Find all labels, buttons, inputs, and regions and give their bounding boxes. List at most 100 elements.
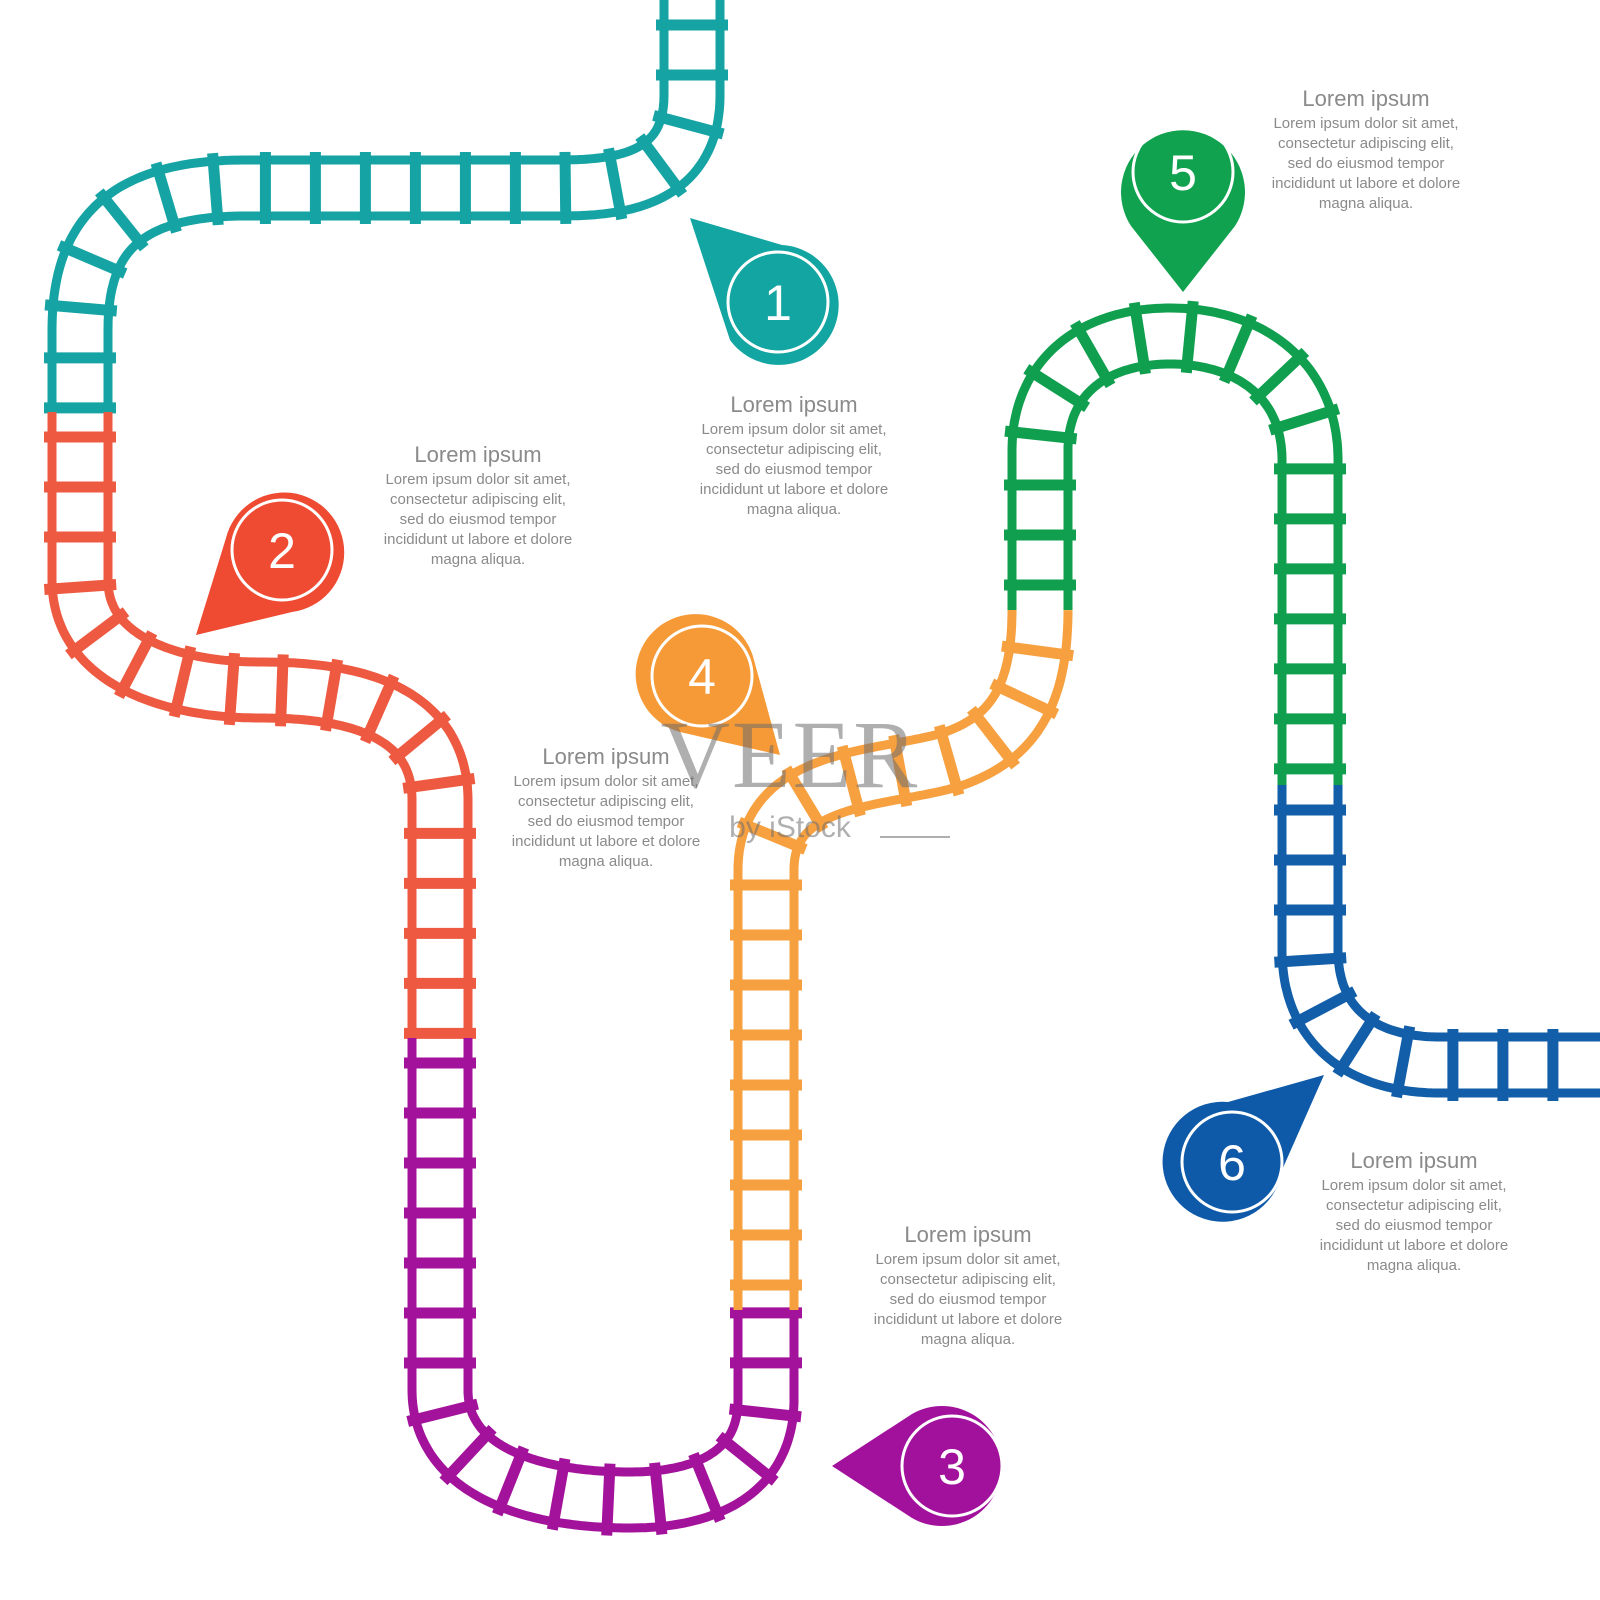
railway-tracks	[43, 0, 1600, 1536]
step-5-pin: 5	[1120, 120, 1245, 292]
track-segment-teal-tie	[635, 133, 688, 198]
track-segment-blue-tie	[1332, 1010, 1381, 1078]
track-segment-purple-tie	[439, 1424, 497, 1486]
step-4-pin: 4	[635, 614, 780, 755]
track-segment-teal-tie	[559, 151, 572, 224]
step-1-pin-shape	[690, 218, 839, 365]
step-3-body: Lorem ipsum dolor sit amet, consectetur …	[873, 1251, 1063, 1348]
step-6-pin-shape	[1162, 1075, 1324, 1222]
step-4-pin-ring	[650, 624, 754, 728]
track-segment-teal-tie	[652, 110, 725, 140]
step-6-number: 6	[1218, 1135, 1246, 1191]
step-6-title: Lorem ipsum	[1350, 1148, 1478, 1173]
track-segment-teal-tie	[56, 240, 128, 279]
track-segment-teal-rail-1	[47, 0, 669, 413]
track-segment-green-tie	[1219, 313, 1258, 385]
track-segment-red-tie	[320, 658, 344, 732]
track-segment-blue	[1274, 784, 1600, 1101]
track-segment-orange-tie	[781, 765, 829, 833]
track-segment-orange-tie	[934, 724, 965, 797]
track-segment-purple-rail-1	[407, 1037, 799, 1533]
track-segment-green-tie	[1180, 300, 1199, 374]
track-segment-purple-tie	[406, 1398, 479, 1427]
step-4-title: Lorem ipsum	[542, 744, 670, 769]
track-segment-red-tie	[359, 673, 400, 745]
step-1-pin-ring	[726, 250, 830, 354]
track-segment-orange-tie	[836, 744, 866, 818]
track-segment-red-tie	[388, 710, 451, 766]
track-segment-green-tie	[1004, 425, 1078, 445]
step-3-number: 3	[938, 1439, 966, 1495]
step-1-title: Lorem ipsum	[730, 392, 858, 417]
track-segment-blue-tie	[1391, 1025, 1416, 1099]
track-segment-red-rail-1	[47, 411, 417, 1039]
step-2-body: Lorem ipsum dolor sit amet, consectetur …	[383, 471, 573, 568]
step-1-body: Lorem ipsum dolor sit amet, consectetur …	[699, 421, 889, 518]
track-segment-teal-tie	[95, 188, 149, 252]
step-4-number: 4	[688, 649, 716, 705]
step-6-body: Lorem ipsum dolor sit amet, consectetur …	[1319, 1177, 1509, 1274]
track-segment-orange	[730, 609, 1074, 1311]
track-segment-teal-tie	[207, 152, 224, 226]
step-6-info: Lorem ipsum Lorem ipsum dolor sit amet, …	[1294, 1148, 1534, 1276]
track-segment-purple-tie	[649, 1462, 668, 1535]
track-segment-blue-rail-1	[1277, 784, 1600, 1098]
step-1-pin: 1	[690, 218, 839, 365]
step-6-pin: 6	[1162, 1075, 1324, 1222]
step-6-pin-ring	[1180, 1110, 1284, 1214]
track-segment-teal-tie	[150, 161, 182, 234]
track-segment-purple-tie	[688, 1451, 726, 1523]
step-3-pin: 3	[832, 1406, 1004, 1526]
step-1-number: 1	[764, 275, 792, 331]
track-segment-teal-tie	[44, 299, 118, 317]
step-4-body: Lorem ipsum dolor sit amet, consectetur …	[511, 773, 701, 870]
track-segment-purple-rail-2	[463, 1037, 743, 1477]
track-segment-orange-tie	[1001, 640, 1074, 662]
step-2-number: 2	[268, 523, 296, 579]
step-3-pin-ring	[900, 1414, 1004, 1518]
step-3-info: Lorem ipsum Lorem ipsum dolor sit amet, …	[848, 1222, 1088, 1350]
track-segment-green	[1004, 300, 1346, 786]
track-segment-red-tie	[43, 579, 117, 595]
step-2-pin: 2	[196, 492, 345, 635]
track-segment-red-rail-2	[103, 411, 473, 1039]
track-segment-red-tie	[275, 654, 289, 727]
step-5-pin-shape	[1120, 130, 1245, 292]
track-segment-purple-tie	[715, 1431, 779, 1486]
step-5-pin-ring	[1131, 120, 1235, 224]
track-segment-orange-rail-1	[789, 609, 1073, 1311]
track-segment-green-tie	[1128, 301, 1151, 375]
step-2-pin-shape	[196, 492, 345, 635]
track-segment-orange-tie	[967, 705, 1020, 770]
track-segment-orange-tie	[888, 734, 913, 808]
track-segment-red-tie	[402, 773, 476, 794]
track-segment-red-tie	[114, 630, 158, 700]
track-segment-teal	[44, 0, 728, 414]
track-segment-blue-tie	[1288, 986, 1358, 1030]
track-segment-red	[43, 411, 476, 1039]
step-2-info: Lorem ipsum Lorem ipsum dolor sit amet, …	[358, 442, 598, 570]
track-segment-orange-tie	[989, 678, 1060, 720]
track-segment-purple-tie	[601, 1463, 616, 1536]
track-segment-green-rail-1	[1063, 359, 1287, 786]
track-segment-purple	[404, 1037, 802, 1536]
track-segment-green-tie	[1070, 320, 1116, 389]
step-5-body: Lorem ipsum dolor sit amet, consectetur …	[1271, 115, 1461, 212]
track-segment-green-tie	[1023, 364, 1091, 413]
step-2-pin-ring	[230, 498, 334, 602]
step-3-title: Lorem ipsum	[904, 1222, 1032, 1247]
track-segment-purple-tie	[728, 1403, 802, 1423]
step-3-pin-shape	[832, 1406, 1002, 1526]
track-segment-green-tie	[1249, 347, 1310, 406]
step-4-info: Lorem ipsum Lorem ipsum dolor sit amet, …	[486, 744, 726, 872]
track-segment-purple-tie	[546, 1457, 571, 1531]
track-segment-green-tie	[1268, 403, 1341, 436]
track-segment-orange-tie	[736, 817, 808, 855]
step-5-title: Lorem ipsum	[1302, 86, 1430, 111]
track-segment-green-rail-2	[1007, 303, 1343, 786]
step-5-info: Lorem ipsum Lorem ipsum dolor sit amet, …	[1246, 86, 1486, 214]
track-segment-red-tie	[223, 652, 240, 726]
step-5-number: 5	[1169, 145, 1197, 201]
